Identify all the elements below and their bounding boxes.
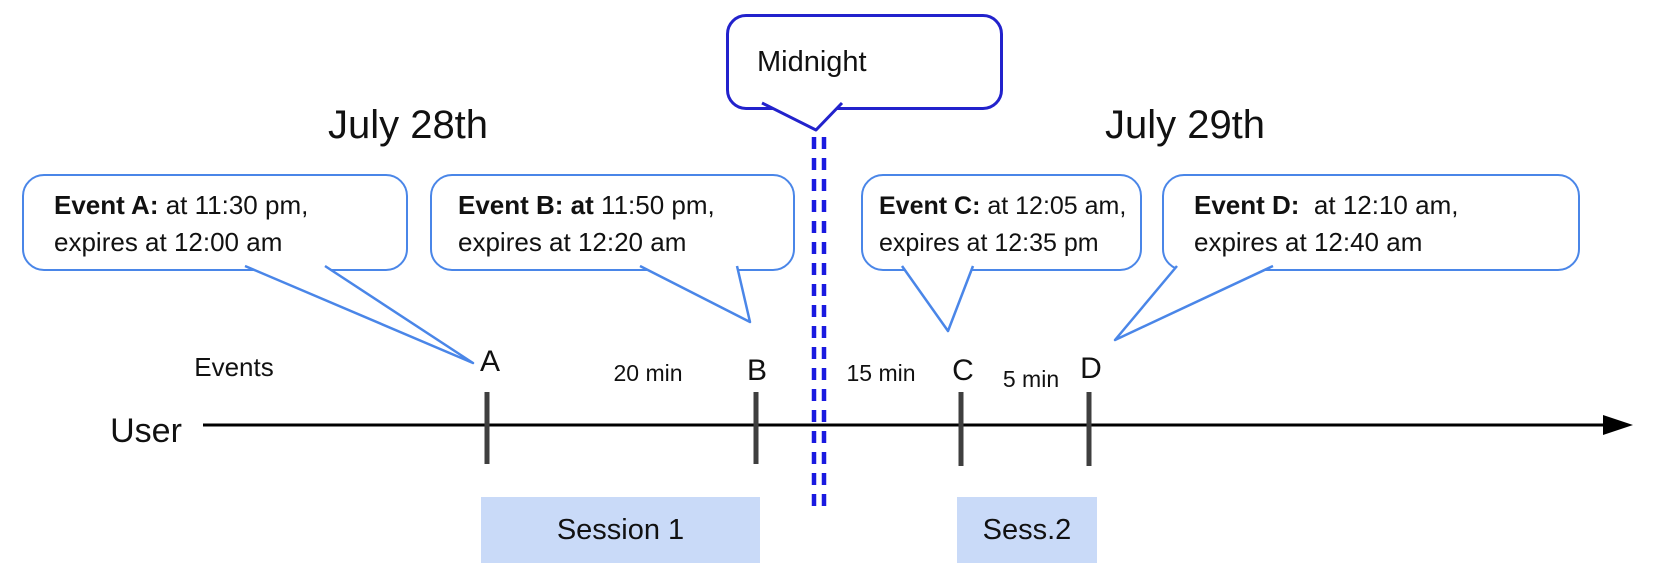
midnight-callout: Midnight [726, 14, 1003, 110]
event-b-callout-tail [639, 264, 752, 324]
event-d-line2: expires at 12:40 am [1194, 227, 1423, 257]
event-a-line2: expires at 12:00 am [54, 227, 283, 257]
event-a-callout: Event A: at 11:30 pm, expires at 12:00 a… [22, 174, 408, 271]
timeline-arrowhead-icon [1603, 415, 1633, 435]
interval-label-15min: 15 min [846, 360, 916, 386]
event-c-line2: expires at 12:35 pm [879, 229, 1099, 257]
tick-label-a: A [479, 345, 501, 378]
event-c-line1: Event C: at 12:05 am, [879, 192, 1127, 220]
event-d-callout-tail [1113, 264, 1274, 342]
event-b-line1: Event B: at 11:50 pm, [458, 190, 715, 220]
interval-label-20min: 20 min [613, 360, 683, 386]
event-d-callout: Event D: at 12:10 am, expires at 12:40 a… [1162, 174, 1580, 271]
midnight-label: Midnight [757, 45, 867, 78]
session-1-label: Session 1 [556, 513, 685, 546]
event-b-line2: expires at 12:20 am [458, 227, 687, 257]
session-2-label: Sess.2 [982, 513, 1072, 546]
event-c-callout: Event C: at 12:05 am, expires at 12:35 p… [861, 174, 1142, 271]
session-1-box: Session 1 [481, 497, 760, 563]
date-title-july-29: July 29th [1104, 103, 1266, 147]
event-a-line1: Event A: at 11:30 pm, [54, 190, 309, 220]
tick-label-b: B [746, 354, 768, 387]
date-title-july-28: July 28th [327, 103, 489, 147]
tick-label-d: D [1080, 352, 1102, 385]
session-2-box: Sess.2 [957, 497, 1097, 563]
tick-label-c: C [952, 354, 974, 387]
events-axis-label: Events [194, 352, 274, 382]
event-b-callout: Event B: at 11:50 pm, expires at 12:20 a… [430, 174, 795, 271]
event-d-line1: Event D: at 12:10 am, [1194, 190, 1459, 220]
event-c-callout-tail [900, 265, 975, 333]
user-axis-label: User [110, 412, 182, 450]
interval-label-5min: 5 min [1002, 366, 1060, 392]
event-a-callout-tail [244, 264, 475, 365]
